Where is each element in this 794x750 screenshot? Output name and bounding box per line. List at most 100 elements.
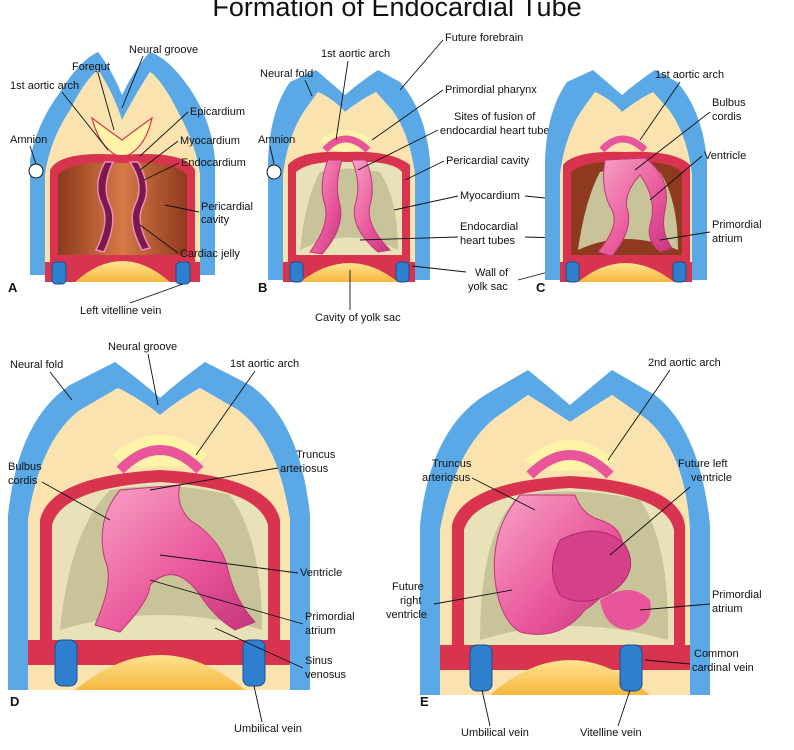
umbilical-vein-left bbox=[469, 644, 493, 692]
label-sinus-1: Sinus bbox=[305, 655, 333, 667]
label-future-right-1: Future bbox=[392, 581, 424, 593]
heart-tube bbox=[597, 157, 673, 257]
panel-letter-b: B bbox=[258, 280, 267, 295]
vitelline-vein-right bbox=[619, 644, 643, 692]
label-endocardial-2: heart tubes bbox=[460, 235, 516, 247]
panel-letter-a: A bbox=[8, 280, 18, 295]
label-pericardial-cavity: Pericardial cavity bbox=[446, 155, 530, 167]
label-primordial-atrium-1: Primordial bbox=[712, 219, 762, 231]
label-neural-fold: Neural fold bbox=[260, 68, 313, 80]
foregut bbox=[91, 116, 153, 159]
aortic-arches bbox=[116, 445, 204, 474]
label-bulbus-2: cordis bbox=[712, 111, 742, 123]
panel-e: E 2nd aortic arch Truncus arteriosus Fut… bbox=[386, 357, 762, 739]
heart-tube-right bbox=[128, 161, 152, 251]
vitelline-vein-right bbox=[672, 261, 687, 283]
label-umbilical-vein: Umbilical vein bbox=[461, 727, 529, 739]
heart-tube-right bbox=[351, 159, 392, 253]
label-sites-fusion-1: Sites of fusion of bbox=[454, 111, 536, 123]
vitelline-vein-left bbox=[289, 261, 304, 283]
vitelline-vein-left bbox=[51, 261, 67, 285]
label-primordial-atrium-2: atrium bbox=[712, 233, 743, 245]
label-pericardial-cavity-1: Pericardial bbox=[201, 201, 253, 213]
label-truncus-1: Truncus bbox=[296, 449, 336, 461]
label-endocardium: Endocardium bbox=[181, 157, 246, 169]
label-neural-groove: Neural groove bbox=[129, 44, 198, 56]
panel-letter-d: D bbox=[10, 694, 19, 709]
yolk-floor bbox=[28, 640, 290, 665]
label-primordial-pharynx: Primordial pharynx bbox=[445, 84, 537, 96]
heart-tube-left bbox=[309, 159, 343, 255]
panel-a: A Neural groove Foregut 1st aortic arch … bbox=[8, 44, 253, 317]
label-left-vitelline-vein: Left vitelline vein bbox=[80, 305, 161, 317]
heart-tube bbox=[94, 484, 256, 633]
label-future-right-3: ventricle bbox=[386, 609, 427, 621]
yolk-sac bbox=[578, 263, 674, 282]
label-neural-groove: Neural groove bbox=[108, 341, 177, 353]
label-wall-yolk-1: Wall of bbox=[475, 267, 509, 279]
primordial-atrium bbox=[600, 590, 651, 630]
label-bulbus-1: Bulbus bbox=[712, 97, 746, 109]
label-wall-yolk-2: yolk sac bbox=[468, 281, 508, 293]
panel-letter-e: E bbox=[420, 694, 429, 709]
umbilical-vein-right bbox=[242, 639, 266, 687]
label-amnion: Amnion bbox=[258, 134, 295, 146]
label-myocardium: Myocardium bbox=[460, 190, 520, 202]
amnion-marker bbox=[266, 164, 282, 180]
label-future-forebrain: Future forebrain bbox=[445, 32, 523, 44]
label-2nd-aortic-arch: 2nd aortic arch bbox=[648, 357, 721, 369]
label-future-left-1: Future left bbox=[678, 458, 728, 470]
aortic-arches bbox=[526, 450, 614, 479]
panel-letter-c: C bbox=[536, 280, 546, 295]
umbilical-vein-left bbox=[54, 639, 78, 687]
label-epicardium: Epicardium bbox=[190, 106, 245, 118]
label-pericardial-cavity-2: cavity bbox=[201, 214, 230, 226]
label-vitelline-vein: Vitelline vein bbox=[580, 727, 642, 739]
label-truncus-1: Truncus bbox=[432, 458, 472, 470]
panel-c: C 1st aortic arch Bulbus cordis Ventricl… bbox=[536, 69, 762, 295]
heart-tube-left bbox=[94, 161, 115, 253]
vitelline-vein-right bbox=[175, 261, 191, 285]
figure-title: Formation of Endocardial Tube bbox=[212, 0, 582, 22]
pericardial-cavity bbox=[58, 162, 187, 255]
panel-b: B Neural fold 1st aortic arch Amnion Fut… bbox=[258, 32, 596, 324]
label-common-cardinal-2: cardinal vein bbox=[692, 662, 754, 674]
panel-d: D Neural fold Neural groove 1st aortic a… bbox=[8, 341, 355, 735]
aortic-arches bbox=[599, 135, 648, 153]
label-1st-aortic-arch: 1st aortic arch bbox=[655, 69, 724, 81]
label-common-cardinal-1: Common bbox=[694, 648, 739, 660]
yolk-sac bbox=[75, 655, 245, 690]
label-ventricle: Ventricle bbox=[704, 150, 746, 162]
label-1st-aortic-arch: 1st aortic arch bbox=[10, 80, 79, 92]
label-bulbus-2: cordis bbox=[8, 475, 38, 487]
label-primordial-atrium-2: atrium bbox=[305, 625, 336, 637]
label-foregut: Foregut bbox=[72, 61, 110, 73]
label-1st-aortic-arch: 1st aortic arch bbox=[321, 48, 390, 60]
label-1st-aortic-arch: 1st aortic arch bbox=[230, 358, 299, 370]
label-truncus-2: arteriosus bbox=[422, 472, 471, 484]
label-endocardial-1: Endocardial bbox=[460, 221, 518, 233]
label-neural-fold: Neural fold bbox=[10, 359, 63, 371]
label-sinus-2: venosus bbox=[305, 669, 346, 681]
label-sites-fusion-2: endocardial heart tubes bbox=[440, 125, 555, 137]
label-bulbus-1: Bulbus bbox=[8, 461, 42, 473]
label-umbilical-vein: Umbilical vein bbox=[234, 723, 302, 735]
label-primordial-atrium-1: Primordial bbox=[305, 611, 355, 623]
label-future-left-2: ventricle bbox=[691, 472, 732, 484]
label-primordial-atrium-2: atrium bbox=[712, 603, 743, 615]
amnion-marker bbox=[28, 163, 44, 179]
vitelline-vein-left bbox=[565, 261, 580, 283]
label-cardiac-jelly: Cardiac jelly bbox=[180, 248, 240, 260]
aortic-arches bbox=[322, 135, 371, 153]
label-myocardium: Myocardium bbox=[180, 135, 240, 147]
label-ventricle: Ventricle bbox=[300, 567, 342, 579]
label-primordial-atrium-1: Primordial bbox=[712, 589, 762, 601]
label-cavity-yolk-sac: Cavity of yolk sac bbox=[315, 312, 401, 324]
yolk-sac bbox=[75, 261, 170, 282]
label-amnion: Amnion bbox=[10, 134, 47, 146]
future-left-ventricle bbox=[552, 530, 632, 602]
yolk-sac bbox=[300, 263, 398, 282]
vitelline-vein-right bbox=[395, 261, 410, 283]
ectoderm bbox=[30, 52, 215, 275]
